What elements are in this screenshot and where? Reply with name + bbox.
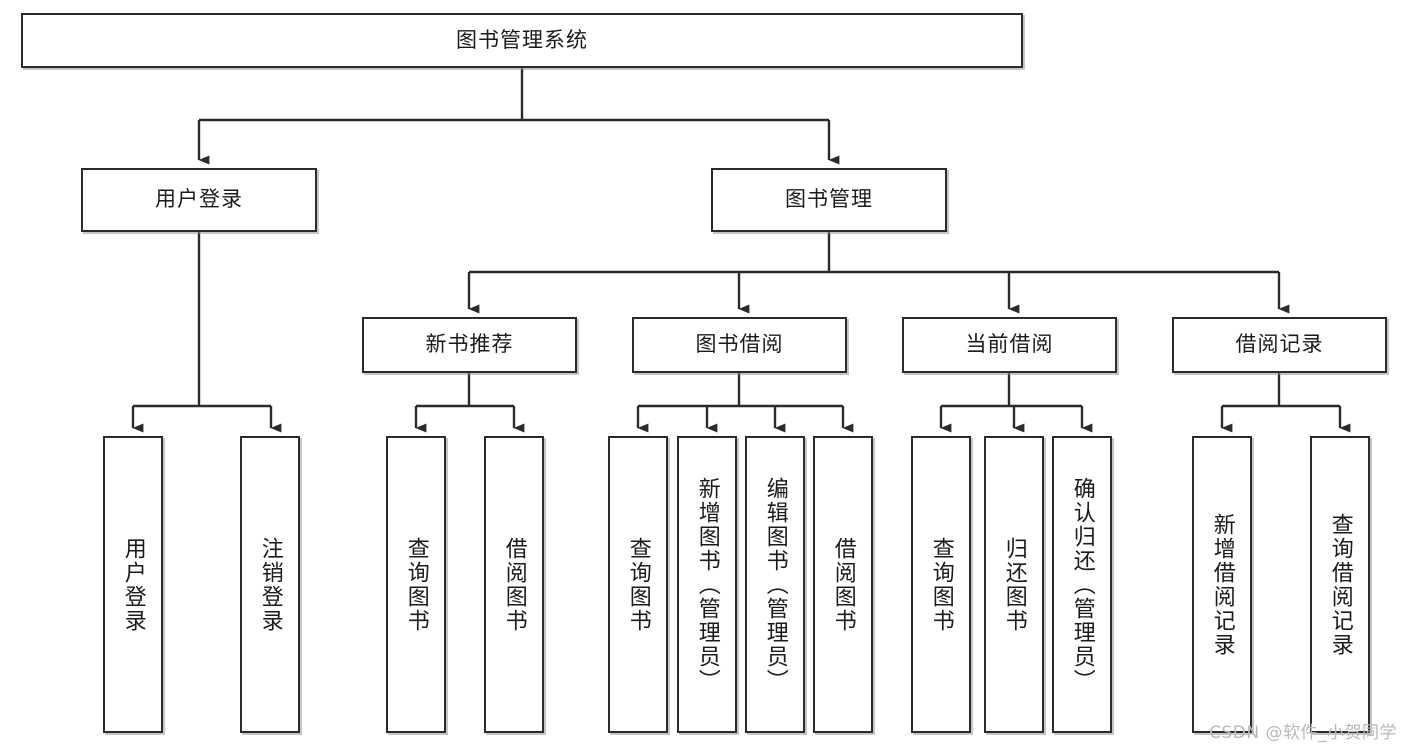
node-label: 新增借阅记录: [1209, 512, 1235, 657]
watermark-text: CSDN @软件_小贺同学: [1209, 723, 1397, 743]
leaf-add-book[interactable]: 新增图书（管理员）: [677, 436, 737, 733]
node-label: 查询借阅记录: [1327, 512, 1353, 657]
leaf-add-record[interactable]: 新增借阅记录: [1192, 436, 1252, 733]
node-book-borrow[interactable]: 图书借阅: [632, 317, 847, 373]
node-label: 借阅图书: [501, 536, 527, 633]
leaf-query-book-1[interactable]: 查询图书: [386, 436, 446, 733]
node-label: 当前借阅: [965, 332, 1054, 357]
node-label: 归还图书: [1001, 536, 1027, 633]
node-label: 图书管理系统: [456, 27, 588, 52]
leaf-query-book-3[interactable]: 查询图书: [911, 436, 971, 733]
node-new-book-recommend[interactable]: 新书推荐: [362, 317, 577, 373]
node-label: 新增图书（管理员）: [694, 476, 720, 693]
leaf-borrow-book-1[interactable]: 借阅图书: [484, 436, 544, 733]
node-current-borrow[interactable]: 当前借阅: [902, 317, 1117, 373]
node-root-system[interactable]: 图书管理系统: [21, 13, 1023, 68]
leaf-user-login[interactable]: 用户登录: [103, 436, 163, 733]
leaf-query-book-2[interactable]: 查询图书: [608, 436, 668, 733]
leaf-logout-login[interactable]: 注销登录: [240, 436, 300, 733]
node-label: 图书管理: [785, 187, 873, 212]
node-label: 新书推荐: [425, 332, 514, 357]
leaf-query-record[interactable]: 查询借阅记录: [1310, 436, 1370, 733]
node-label: 用户登录: [120, 536, 146, 633]
node-label: 查询图书: [403, 536, 429, 633]
node-label: 用户登录: [155, 187, 243, 212]
leaf-return-book[interactable]: 归还图书: [984, 436, 1044, 733]
leaf-edit-book[interactable]: 编辑图书（管理员）: [745, 436, 805, 733]
node-label: 图书借阅: [695, 332, 784, 357]
leaf-borrow-book-2[interactable]: 借阅图书: [813, 436, 873, 733]
node-label: 借阅图书: [830, 536, 856, 633]
leaf-confirm-return[interactable]: 确认归还（管理员）: [1052, 436, 1112, 733]
node-label: 查询图书: [625, 536, 651, 633]
node-user-login[interactable]: 用户登录: [81, 168, 317, 232]
node-label: 借阅记录: [1235, 332, 1324, 357]
node-label: 注销登录: [257, 536, 283, 633]
node-book-manage[interactable]: 图书管理: [711, 168, 947, 232]
node-borrow-record[interactable]: 借阅记录: [1172, 317, 1387, 373]
node-label: 编辑图书（管理员）: [762, 476, 788, 693]
node-label: 确认归还（管理员）: [1069, 476, 1095, 693]
node-label: 查询图书: [928, 536, 954, 633]
